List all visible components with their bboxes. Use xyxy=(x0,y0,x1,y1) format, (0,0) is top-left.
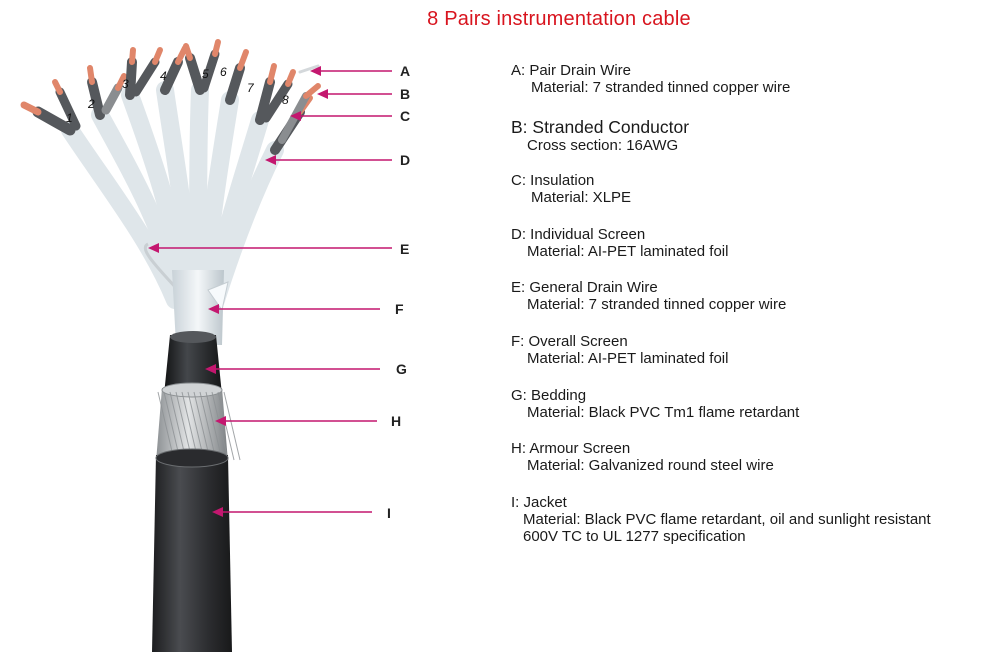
arrowhead xyxy=(212,507,223,517)
spec-heading: F: Overall Screen xyxy=(511,333,628,350)
callout-b: B xyxy=(317,86,410,102)
callout-letter: F xyxy=(395,301,404,317)
callout-h: H xyxy=(215,413,401,429)
callout-arrows: ABC D E F G H I xyxy=(148,63,410,521)
pair-number-4: 4 xyxy=(160,69,167,83)
spec-heading: E: General Drain Wire xyxy=(511,279,658,296)
callout-i: I xyxy=(212,505,391,521)
spec-detail: Material: Black PVC Tm1 flame retardant xyxy=(527,404,800,421)
spec-heading: D: Individual Screen xyxy=(511,226,646,243)
arrowhead xyxy=(310,66,321,76)
spec-detail: Material: 7 stranded tinned copper wire xyxy=(527,296,787,313)
spec-detail-extra: 600V TC to UL 1277 specification xyxy=(523,528,746,545)
arrowhead xyxy=(148,243,159,253)
spec-heading: H: Armour Screen xyxy=(511,440,631,457)
armour-screen xyxy=(156,388,228,462)
callout-letter: E xyxy=(400,241,409,257)
spec-heading: G: Bedding xyxy=(511,387,587,404)
diagram-title: 8 Pairs instrumentation cable xyxy=(427,8,691,30)
callout-letter: B xyxy=(400,86,410,102)
spec-detail: Material: Galvanized round steel wire xyxy=(527,457,774,474)
arrowhead xyxy=(215,416,226,426)
pair-number-8: 8 xyxy=(282,93,289,107)
callout-letter: H xyxy=(391,413,401,429)
arrowhead xyxy=(290,111,301,121)
jacket xyxy=(152,455,232,652)
spec-detail: Material: Black PVC flame retardant, oil… xyxy=(523,511,931,528)
pair-number-1: 1 xyxy=(66,111,73,125)
arrowhead xyxy=(208,304,219,314)
bedding xyxy=(164,335,222,395)
spec-detail: Material: 7 stranded tinned copper wire xyxy=(531,79,791,96)
arrowhead xyxy=(205,364,216,374)
spec-detail: Cross section: 16AWG xyxy=(527,137,679,154)
callout-c: C xyxy=(290,108,410,124)
callout-d: D xyxy=(265,152,410,168)
pair-number-5: 5 xyxy=(202,67,209,81)
pair-number-7: 7 xyxy=(247,81,255,95)
spec-detail: Material: AI-PET laminated foil xyxy=(527,350,729,367)
callout-f: F xyxy=(208,301,404,317)
wire-pairs xyxy=(20,39,321,309)
callout-letter: G xyxy=(396,361,407,377)
spec-detail: Material: XLPE xyxy=(531,189,632,206)
callout-g: G xyxy=(205,361,407,377)
pair-number-2: 2 xyxy=(87,97,95,111)
callout-e: E xyxy=(148,241,409,257)
spec-detail: Material: AI-PET laminated foil xyxy=(527,243,729,260)
callout-letter: I xyxy=(387,505,391,521)
spec-heading: B: Stranded Conductor xyxy=(511,117,690,137)
callout-letter: A xyxy=(400,63,410,79)
pair-number-6: 6 xyxy=(220,65,227,79)
arrowhead xyxy=(265,155,276,165)
callout-letter: C xyxy=(400,108,410,124)
callout-letter: D xyxy=(400,152,410,168)
spec-heading: C: Insulation xyxy=(511,172,595,189)
arrowhead xyxy=(317,89,328,99)
spec-heading: A: Pair Drain Wire xyxy=(511,62,632,79)
spec-heading: I: Jacket xyxy=(511,494,567,511)
callout-a: A xyxy=(310,63,410,79)
pair-number-3: 3 xyxy=(122,77,129,91)
